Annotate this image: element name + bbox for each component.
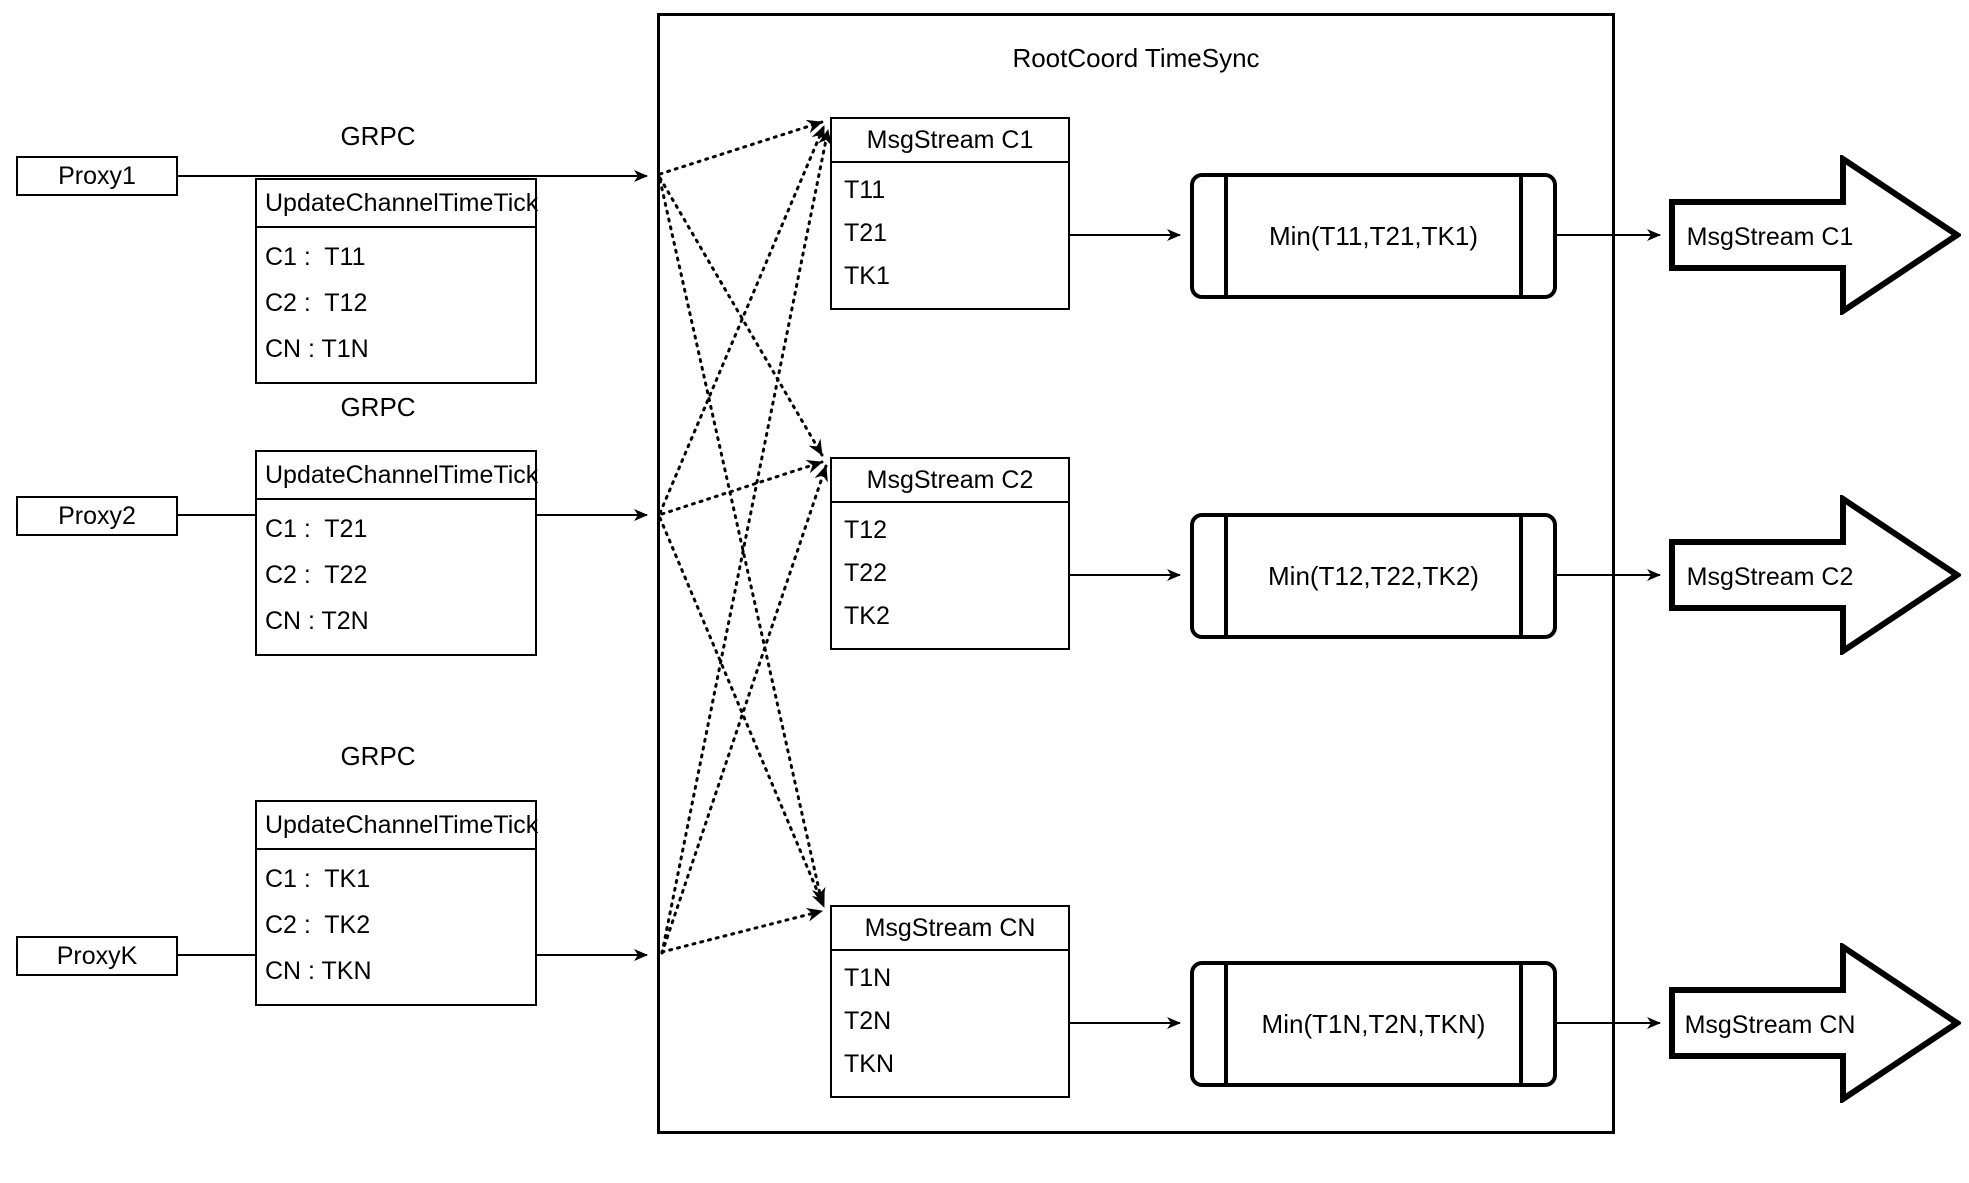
- uctt-entry: C2 : TK2: [265, 910, 371, 939]
- msgstream-entries-cn: T1N T2N TKN: [832, 951, 1068, 1096]
- msgstream-entry: T21: [844, 219, 888, 247]
- msgstream-title-c2: MsgStream C2: [832, 459, 1068, 503]
- uctt-title-2: UpdateChannelTimeTick: [257, 452, 538, 500]
- min-process-c1: Min(T11,T21,TK1): [1190, 173, 1557, 299]
- msgstream-title-c1: MsgStream C1: [832, 119, 1068, 163]
- proxy-box-1[interactable]: Proxy1: [16, 156, 178, 196]
- output-arrow-cn: MsgStream CN: [1669, 943, 1961, 1103]
- grpc-label-row3: GRPC: [340, 741, 416, 771]
- update-channel-timetick-box-2: UpdateChannelTimeTick C1 : T21 C2 : T22 …: [255, 450, 538, 656]
- msgstream-entry: TK1: [844, 262, 890, 290]
- msgstream-entries-c2: T12 T22 TK2: [832, 503, 1068, 648]
- msgstream-entry: T1N: [844, 964, 892, 992]
- min-process-inner-c1: Min(T11,T21,TK1): [1224, 173, 1523, 299]
- uctt-entry: C2 : T12: [265, 288, 368, 317]
- output-arrow-c2: MsgStream C2: [1669, 495, 1961, 655]
- msgstream-box-c2: MsgStream C2 T12 T22 TK2: [830, 457, 1070, 650]
- min-process-inner-cn: Min(T1N,T2N,TKN): [1224, 961, 1523, 1087]
- min-process-c2: Min(T12,T22,TK2): [1190, 513, 1557, 639]
- uctt-entry: C2 : T22: [265, 560, 368, 589]
- min-process-inner-c2: Min(T12,T22,TK2): [1224, 513, 1523, 639]
- uctt-entry: C1 : T21: [265, 514, 368, 543]
- output-arrow-c1: MsgStream C1: [1669, 155, 1961, 315]
- uctt-title-1: UpdateChannelTimeTick: [257, 180, 538, 228]
- min-process-label-c1: Min(T11,T21,TK1): [1268, 221, 1478, 251]
- msgstream-entry: T12: [844, 516, 888, 544]
- uctt-entries-3: C1 : TK1 C2 : TK2 CN : TKN: [257, 850, 535, 1004]
- msgstream-entry: TKN: [844, 1050, 894, 1078]
- min-process-label-c2: Min(T12,T22,TK2): [1268, 561, 1479, 591]
- uctt-entry: CN : T2N: [265, 606, 369, 635]
- msgstream-entry: T2N: [844, 1007, 892, 1035]
- proxy-box-2[interactable]: Proxy2: [16, 496, 178, 536]
- grpc-label-row1: GRPC: [340, 121, 416, 151]
- uctt-entry: CN : TKN: [265, 956, 372, 985]
- msgstream-entry: T22: [844, 559, 888, 587]
- msgstream-entry: TK2: [844, 602, 890, 630]
- uctt-entries-2: C1 : T21 C2 : T22 CN : T2N: [257, 500, 535, 654]
- grpc-label-row2: GRPC: [340, 392, 416, 422]
- min-process-label-cn: Min(T1N,T2N,TKN): [1261, 1009, 1486, 1039]
- uctt-entries-1: C1 : T11 C2 : T12 CN : T1N: [257, 228, 535, 382]
- msgstream-entry: T11: [844, 176, 886, 204]
- output-arrow-label-cn: MsgStream CN: [1684, 1011, 1856, 1039]
- uctt-entry: C1 : T11: [265, 242, 366, 271]
- update-channel-timetick-box-3: UpdateChannelTimeTick C1 : TK1 C2 : TK2 …: [255, 800, 538, 1006]
- min-process-cn: Min(T1N,T2N,TKN): [1190, 961, 1557, 1087]
- output-arrow-label-c2: MsgStream C2: [1686, 563, 1854, 591]
- msgstream-box-cn: MsgStream CN T1N T2N TKN: [830, 905, 1070, 1098]
- msgstream-box-c1: MsgStream C1 T11 T21 TK1: [830, 117, 1070, 310]
- msgstream-entries-c1: T11 T21 TK1: [832, 163, 1068, 308]
- update-channel-timetick-box-1: UpdateChannelTimeTick C1 : T11 C2 : T12 …: [255, 178, 538, 384]
- uctt-entry: CN : T1N: [265, 334, 369, 363]
- msgstream-title-cn: MsgStream CN: [832, 907, 1068, 951]
- proxy-box-3[interactable]: ProxyK: [16, 936, 178, 976]
- rootcoord-timesync-title: RootCoord TimeSync: [1012, 43, 1260, 73]
- uctt-entry: C1 : TK1: [265, 864, 371, 893]
- output-arrow-label-c1: MsgStream C1: [1686, 223, 1854, 251]
- uctt-title-3: UpdateChannelTimeTick: [257, 802, 538, 850]
